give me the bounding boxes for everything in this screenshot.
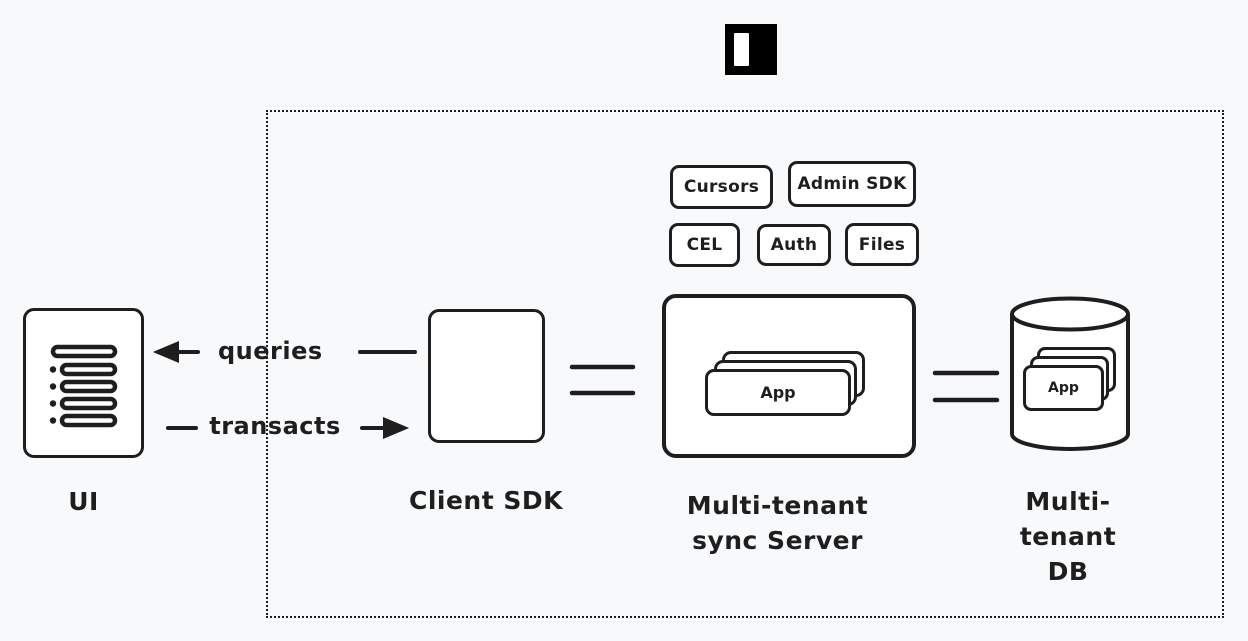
client-sdk-label: Client SDK [408, 486, 564, 515]
db-app-card-front: App [1023, 365, 1104, 411]
db-label-line2: DB [1047, 557, 1089, 586]
queries-arrowhead-left-icon [152, 340, 179, 364]
feature-label: Admin SDK [797, 174, 907, 194]
list-icon [49, 344, 118, 428]
client-server-link [569, 364, 636, 396]
app-card-front: App [705, 369, 851, 416]
queries-edge-label: queries [218, 337, 323, 365]
client-sdk-node [428, 309, 545, 443]
sync-server-label-line2: sync Server [692, 526, 863, 555]
feature-badge-files: Files [845, 223, 919, 266]
db-label-line1: Multi-tenant [1019, 487, 1117, 551]
db-app-card-label: App [1048, 380, 1079, 396]
feature-badge-auth: Auth [757, 224, 831, 266]
instant-logo-bar [734, 33, 749, 66]
feature-badge-admin-sdk: Admin SDK [788, 161, 916, 207]
backend-boundary-box [266, 110, 1224, 618]
db-label: Multi-tenant DB [978, 484, 1158, 589]
feature-badge-cursors: Cursors [670, 165, 773, 209]
sync-server-label: Multi-tenant sync Server [655, 488, 900, 558]
transacts-arrowhead-right-icon [383, 416, 410, 440]
transacts-edge-label: transacts [209, 412, 341, 440]
sync-server-label-line1: Multi-tenant [686, 491, 869, 520]
feature-label: Auth [770, 235, 818, 255]
feature-label: Files [858, 234, 906, 255]
feature-label: Cursors [683, 177, 760, 197]
feature-label: CEL [686, 235, 723, 255]
server-db-link [932, 370, 1000, 403]
feature-badge-cel: CEL [669, 223, 740, 267]
ui-label: UI [68, 487, 99, 516]
instant-logo-icon [725, 24, 777, 75]
app-card-label: App [760, 383, 796, 402]
ui-node [23, 308, 144, 458]
